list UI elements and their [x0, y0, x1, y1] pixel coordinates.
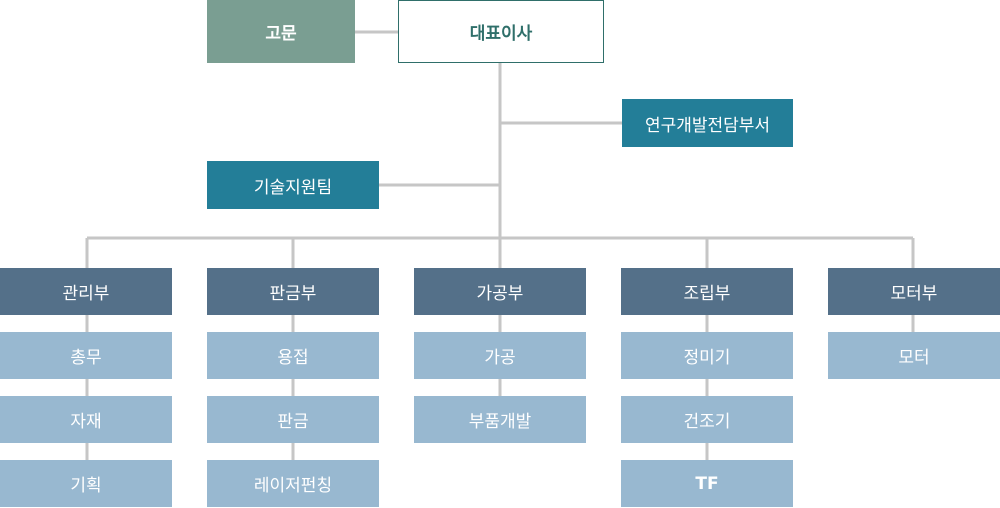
dept-box-5: 모터부 — [828, 268, 1000, 315]
sub-box-4-2: 건조기 — [621, 396, 793, 443]
dept-box-3: 가공부 — [414, 268, 586, 315]
tech-support-box: 기술지원팀 — [207, 161, 379, 209]
dept-box-2: 판금부 — [207, 268, 379, 315]
tech-support-label: 기술지원팀 — [253, 177, 333, 198]
rnd-label: 연구개발전담부서 — [644, 115, 771, 136]
sub-box-3-2: 부품개발 — [414, 396, 586, 443]
advisor-label: 고문 — [265, 24, 297, 44]
dept-label: 판금부 — [269, 284, 317, 304]
sub-label: 자재 — [70, 412, 102, 432]
sub-label: 모터 — [898, 348, 930, 368]
dept-box-1: 관리부 — [0, 268, 172, 315]
dept-label: 모터부 — [890, 284, 938, 304]
dept-label: 조립부 — [683, 284, 731, 304]
sub-label: 용접 — [277, 348, 309, 368]
sub-box-3-1: 가공 — [414, 332, 586, 379]
sub-box-2-2: 판금 — [207, 396, 379, 443]
advisor-box: 고문 — [207, 0, 355, 63]
ceo-label: 대표이사 — [469, 24, 533, 44]
sub-box-1-2: 자재 — [0, 396, 172, 443]
sub-box-5-1: 모터 — [828, 332, 1000, 379]
sub-label: 정미기 — [683, 348, 731, 368]
ceo-box: 대표이사 — [398, 0, 604, 63]
sub-label: 가공 — [484, 348, 516, 368]
dept-label: 가공부 — [476, 284, 524, 304]
sub-box-4-1: 정미기 — [621, 332, 793, 379]
sub-label: TF — [695, 473, 719, 494]
sub-label: 총무 — [70, 348, 102, 368]
rnd-box: 연구개발전담부서 — [622, 99, 793, 147]
sub-label: 기획 — [70, 476, 102, 496]
dept-label: 관리부 — [62, 284, 110, 304]
sub-label: 부품개발 — [468, 412, 532, 432]
sub-box-1-1: 총무 — [0, 332, 172, 379]
sub-label: 판금 — [277, 412, 309, 432]
sub-label: 건조기 — [683, 412, 731, 432]
sub-label: 레이저펀칭 — [253, 476, 333, 496]
sub-box-2-3: 레이저펀칭 — [207, 460, 379, 507]
dept-box-4: 조립부 — [621, 268, 793, 315]
sub-box-1-3: 기획 — [0, 460, 172, 507]
sub-box-4-3: TF — [621, 460, 793, 507]
sub-box-2-1: 용접 — [207, 332, 379, 379]
